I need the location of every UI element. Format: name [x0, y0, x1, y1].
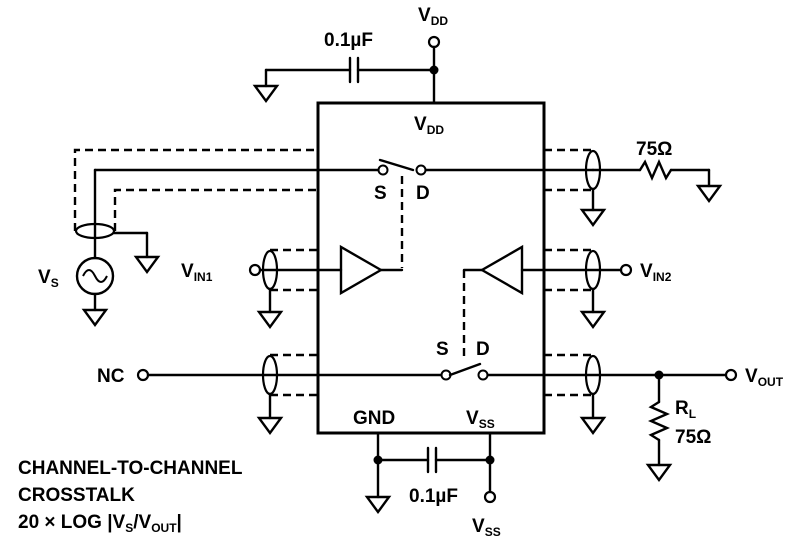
vdd-supply-network — [252, 35, 441, 105]
switch1-d-label: D — [416, 183, 430, 204]
switch-1 — [377, 158, 595, 268]
vin2-amplifier — [462, 244, 633, 360]
vin1-label: VIN1 — [181, 261, 213, 284]
vin1-amplifier — [248, 244, 404, 330]
vdd-inner-label: VDD — [414, 114, 444, 137]
cap-bottom-label: 0.1µF — [409, 486, 458, 507]
vin2-label: VIN2 — [640, 261, 672, 284]
vdd-top-label: VDD — [418, 5, 448, 28]
switch1-s-label: S — [374, 183, 387, 204]
switch2-d-label: D — [476, 339, 490, 360]
vs-source-network — [73, 148, 385, 328]
rl-label: RL — [675, 398, 696, 421]
vs-source-label: VS — [38, 267, 59, 290]
vout-label: VOUT — [745, 366, 784, 389]
vss-inner-label: VSS — [466, 408, 495, 431]
vss-bottom-label: VSS — [472, 516, 501, 539]
caption-line-1: CHANNEL-TO-CHANNEL — [18, 458, 243, 479]
caption-line-3: 20 × LOG |VS/VOUT| — [18, 512, 182, 535]
switch2-s-label: S — [436, 339, 449, 360]
vss-supply-network — [364, 431, 497, 515]
switch-2 — [136, 353, 738, 483]
top-right-load — [544, 148, 723, 228]
rl-value-label: 75Ω — [675, 427, 711, 448]
gnd-label: GND — [353, 408, 395, 429]
caption-line-2: CROSSTALK — [18, 485, 135, 506]
nc-label: NC — [97, 366, 125, 387]
switch-ic-body — [316, 101, 546, 435]
cap-top-label: 0.1µF — [324, 30, 373, 51]
res-top-label: 75Ω — [636, 139, 672, 160]
